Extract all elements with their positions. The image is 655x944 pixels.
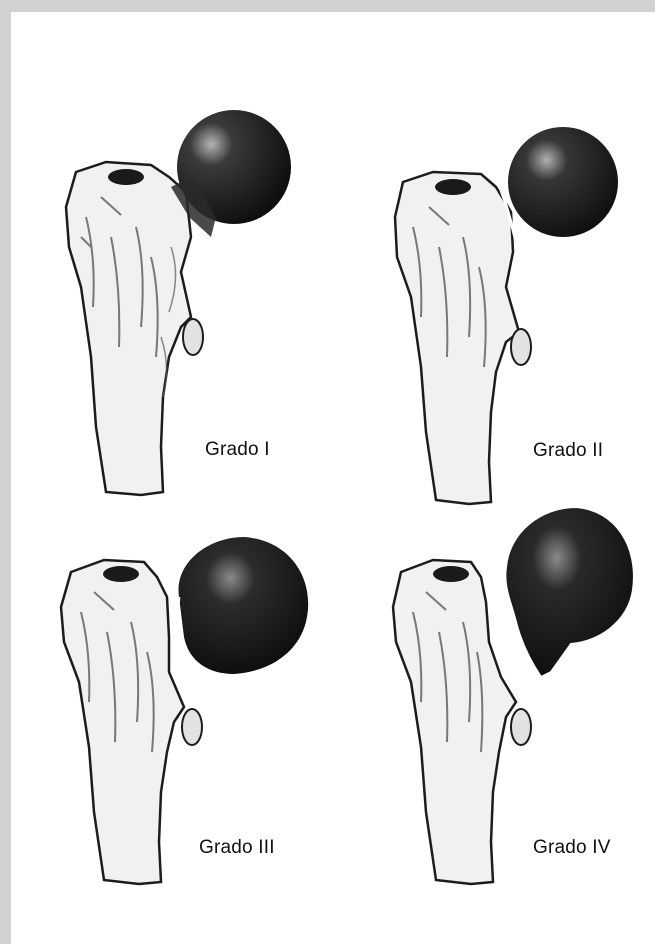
panel-grado-4: Grado IV — [381, 492, 646, 887]
femur-shaft — [393, 560, 516, 884]
femur-illustration-grado-1 — [51, 97, 311, 502]
femur-shaft — [395, 172, 519, 504]
femur-shaft — [61, 560, 184, 884]
panel-grado-3: Grado III — [49, 512, 314, 887]
greater-trochanter-pit — [103, 566, 139, 582]
grade-label: Grado I — [205, 439, 270, 461]
femoral-head — [508, 127, 618, 237]
lesser-trochanter — [183, 319, 203, 355]
lesser-trochanter — [182, 709, 202, 745]
greater-trochanter-pit — [108, 169, 144, 185]
grade-label: Grado II — [533, 440, 603, 462]
greater-trochanter-pit — [435, 179, 471, 195]
greater-trochanter-pit — [433, 566, 469, 582]
femur-shaft — [66, 162, 191, 495]
femur-illustration-grado-3 — [49, 512, 314, 887]
grade-label: Grado IV — [533, 837, 611, 859]
figure-frame: Grado I Grado II — [11, 12, 655, 944]
panel-grado-2: Grado II — [381, 112, 641, 507]
femoral-head — [505, 507, 634, 677]
lesser-trochanter — [511, 329, 531, 365]
panel-grado-1: Grado I — [51, 97, 311, 502]
lesser-trochanter — [511, 709, 531, 745]
grade-label: Grado III — [199, 837, 275, 859]
femoral-head — [179, 537, 309, 674]
femur-illustration-grado-4 — [381, 492, 646, 887]
